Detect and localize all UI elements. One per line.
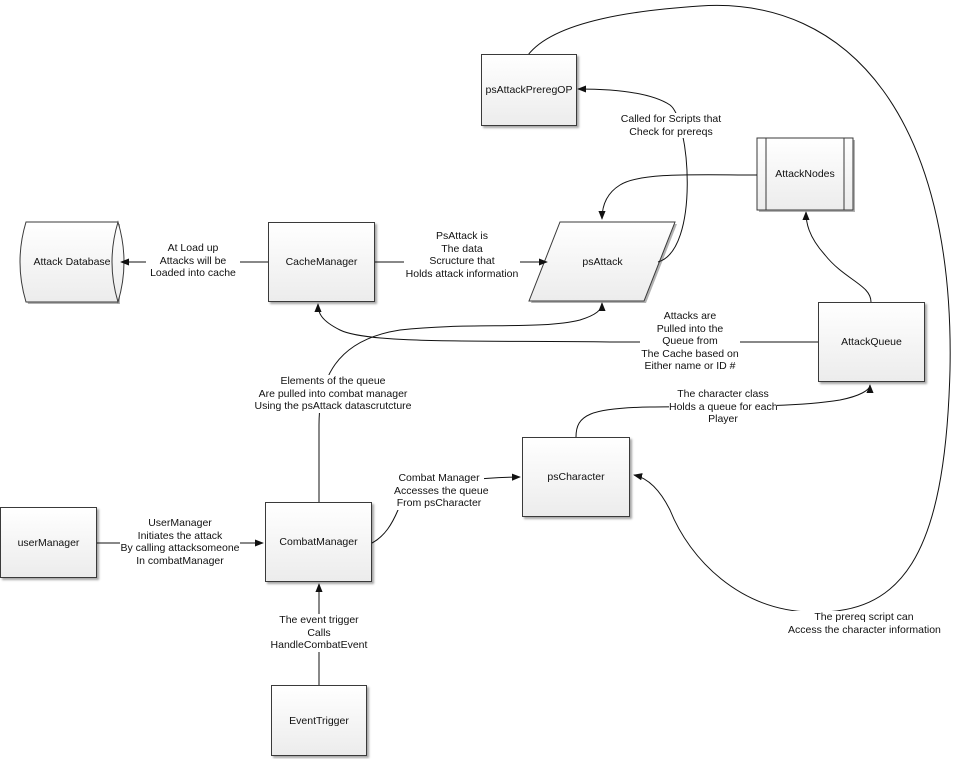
label-prereq-access: The prereq script can Access the charact…	[788, 611, 941, 636]
attack-nodes-shape	[756, 137, 855, 212]
ps-attack-shape	[528, 221, 677, 303]
event-trigger-node: EventTrigger	[271, 685, 367, 756]
edge-queue-to-nodes	[802, 211, 872, 303]
ps-character-node: psCharacter	[522, 437, 630, 517]
attack-database-shape	[19, 220, 125, 304]
label-combat-accesses: Combat Manager Accesses the queue From p…	[394, 472, 489, 510]
label-event-calls: The event trigger Calls HandleCombatEven…	[270, 614, 368, 652]
label-psattack-is: PsAttack is The data Scructure that Hold…	[404, 230, 520, 280]
label-character-class: The character class Holds a queue for ea…	[669, 388, 778, 426]
cache-manager-node: CacheManager	[268, 222, 375, 302]
label-user-initiates: UserManager Initiates the attack By call…	[120, 517, 240, 567]
label-attacks-pulled: Attacks are Pulled into the Queue from T…	[640, 310, 740, 373]
combat-manager-node: CombatManager	[265, 502, 372, 582]
ps-attack-label: psAttack	[582, 256, 623, 268]
label-elements-of-queue: Elements of the queue Are pulled into co…	[252, 375, 414, 413]
edge-nodes-to-psattack	[598, 174, 758, 220]
ps-attack-prereg-op-node: psAttackPreregOP	[481, 54, 577, 126]
attack-queue-node: AttackQueue	[818, 302, 925, 382]
edge-queue-to-cache	[314, 303, 818, 343]
label-load-to-cache: At Load up Attacks will be Loaded into c…	[146, 242, 240, 280]
label-called-for-scripts: Called for Scripts that Check for prereq…	[618, 113, 724, 138]
user-manager-node: userManager	[0, 507, 97, 578]
attack-nodes-label: AttackNodes	[775, 168, 835, 180]
attack-database-label: Attack Database	[33, 256, 111, 268]
edge-prereg-to-character	[527, 4, 951, 613]
